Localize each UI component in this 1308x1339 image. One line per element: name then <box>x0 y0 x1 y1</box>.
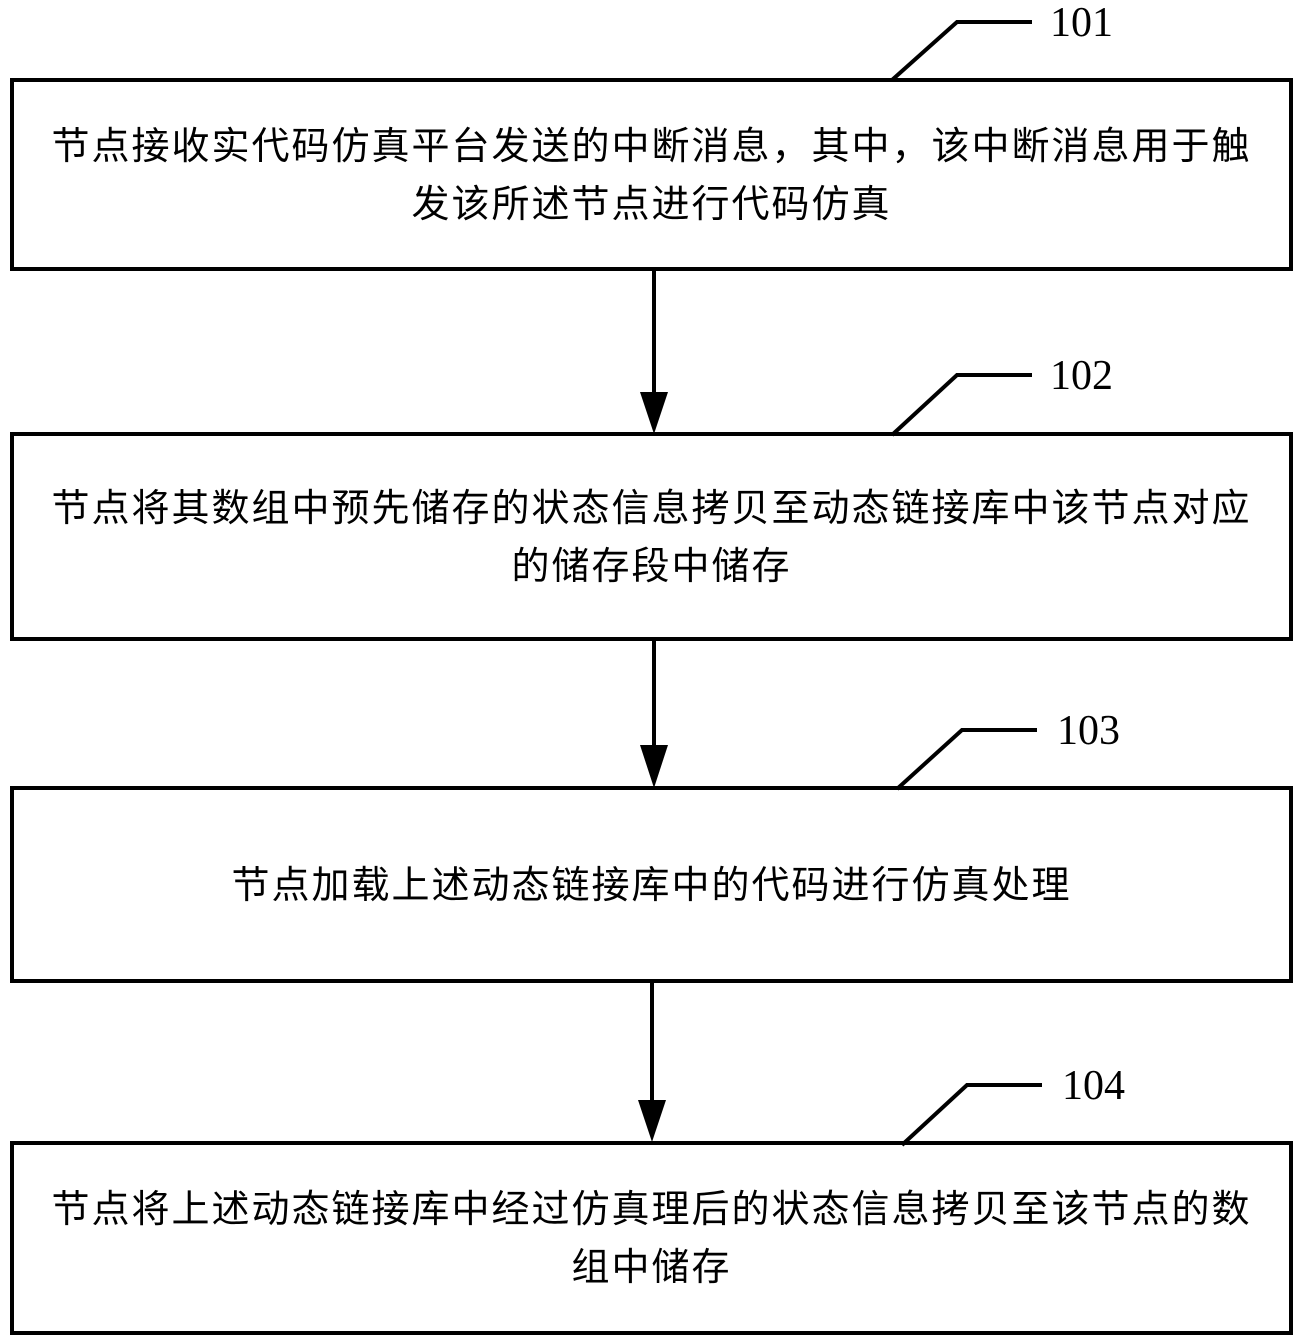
leader-line-102 <box>890 373 1032 437</box>
leader-line-103 <box>895 728 1037 791</box>
leader-line-104 <box>900 1083 1042 1147</box>
arrow-head-1 <box>640 392 668 434</box>
step-label-102: 102 <box>1050 353 1113 399</box>
step-box-103: 节点加载上述动态链接库中的代码进行仿真处理 <box>10 786 1293 983</box>
step-text-101: 节点接收实代码仿真平台发送的中断消息，其中，该中断消息用于触发该所述节点进行代码… <box>51 123 1252 226</box>
step-label-104: 104 <box>1062 1063 1125 1109</box>
step-box-101: 节点接收实代码仿真平台发送的中断消息，其中，该中断消息用于触发该所述节点进行代码… <box>10 78 1293 271</box>
step-text-102: 节点将其数组中预先储存的状态信息拷贝至动态链接库中该节点对应的储存段中储存 <box>51 485 1252 588</box>
step-label-101: 101 <box>1050 0 1113 46</box>
step-text-103: 节点加载上述动态链接库中的代码进行仿真处理 <box>231 862 1072 907</box>
arrow-head-3 <box>638 1100 666 1142</box>
step-label-103: 103 <box>1057 708 1120 754</box>
step-box-104: 节点将上述动态链接库中经过仿真理后的状态信息拷贝至该节点的数组中储存 <box>10 1141 1293 1335</box>
step-text-104: 节点将上述动态链接库中经过仿真理后的状态信息拷贝至该节点的数组中储存 <box>51 1187 1252 1289</box>
leader-line-101 <box>890 20 1032 82</box>
arrow-head-2 <box>640 745 668 788</box>
step-box-102: 节点将其数组中预先储存的状态信息拷贝至动态链接库中该节点对应的储存段中储存 <box>10 432 1293 641</box>
